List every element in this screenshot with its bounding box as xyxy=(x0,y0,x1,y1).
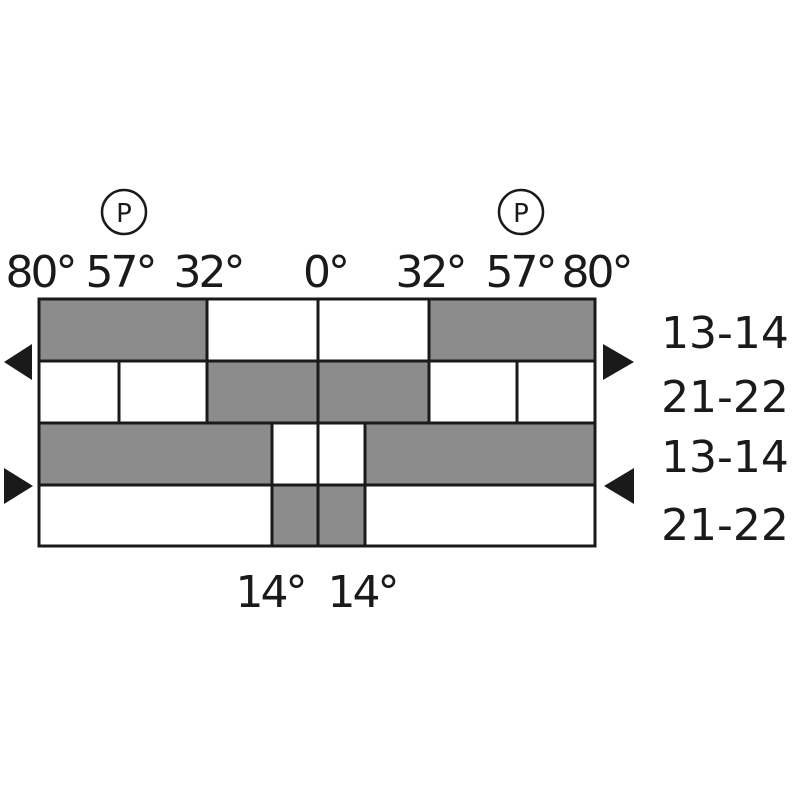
contact-labels: 13-14 21-22 13-14 21-22 xyxy=(661,308,789,551)
row-3-segment-2-open xyxy=(270,421,320,487)
angle-label-right-32: 32° xyxy=(396,247,465,298)
row-4-segment-1-open xyxy=(37,483,274,548)
row-2-segment-6-open xyxy=(515,359,597,425)
angle-label-center-0: 0° xyxy=(303,247,347,298)
row-2-segment-5-open xyxy=(427,359,519,425)
angle-label-bottom-right-14: 14° xyxy=(328,567,397,618)
arrow-lower-left-icon xyxy=(4,468,33,504)
row-2-segment-4-closed xyxy=(316,359,431,425)
angle-label-left-80: 80° xyxy=(6,247,75,298)
switching-rows xyxy=(37,297,597,548)
row-1-segment-4-closed xyxy=(427,297,597,363)
contact-label-row-3: 13-14 xyxy=(661,432,789,483)
position-marker-left-label: P xyxy=(116,199,132,229)
angle-label-left-32: 32° xyxy=(174,247,243,298)
angle-label-left-57: 57° xyxy=(86,247,155,298)
row-4-segment-2-closed xyxy=(270,483,320,548)
contact-label-row-1: 13-14 xyxy=(661,308,789,359)
top-angle-labels: 80° 57° 32° 0° 32° 57° 80° xyxy=(6,247,634,298)
angle-label-right-80: 80° xyxy=(562,247,631,298)
contact-label-row-2: 21-22 xyxy=(661,372,789,423)
arrow-upper-left-icon xyxy=(4,344,32,380)
row-1-segment-3-open xyxy=(316,297,431,363)
row-2-segment-2-open xyxy=(117,359,209,425)
angle-label-right-57: 57° xyxy=(486,247,555,298)
row-2-segment-1-open xyxy=(37,359,121,425)
arrow-upper-right-icon xyxy=(603,344,634,380)
row-3-segment-3-open xyxy=(316,421,367,487)
contact-label-row-4: 21-22 xyxy=(661,500,789,551)
row-2-segment-3-closed xyxy=(205,359,320,425)
position-marker-right-label: P xyxy=(513,199,529,229)
arrow-lower-right-icon xyxy=(604,468,634,504)
row-4-segment-3-closed xyxy=(316,483,367,548)
row-1-segment-2-open xyxy=(205,297,320,363)
position-marker-right: P xyxy=(497,188,545,236)
angle-label-bottom-left-14: 14° xyxy=(236,567,305,618)
position-marker-left: P xyxy=(100,188,148,236)
row-1-segment-1-closed xyxy=(37,297,209,363)
bottom-angle-labels: 14° 14° xyxy=(236,567,400,618)
row-3-segment-4-closed xyxy=(363,421,597,487)
row-3-segment-1-closed xyxy=(37,421,274,487)
row-4-segment-4-open xyxy=(363,483,597,548)
